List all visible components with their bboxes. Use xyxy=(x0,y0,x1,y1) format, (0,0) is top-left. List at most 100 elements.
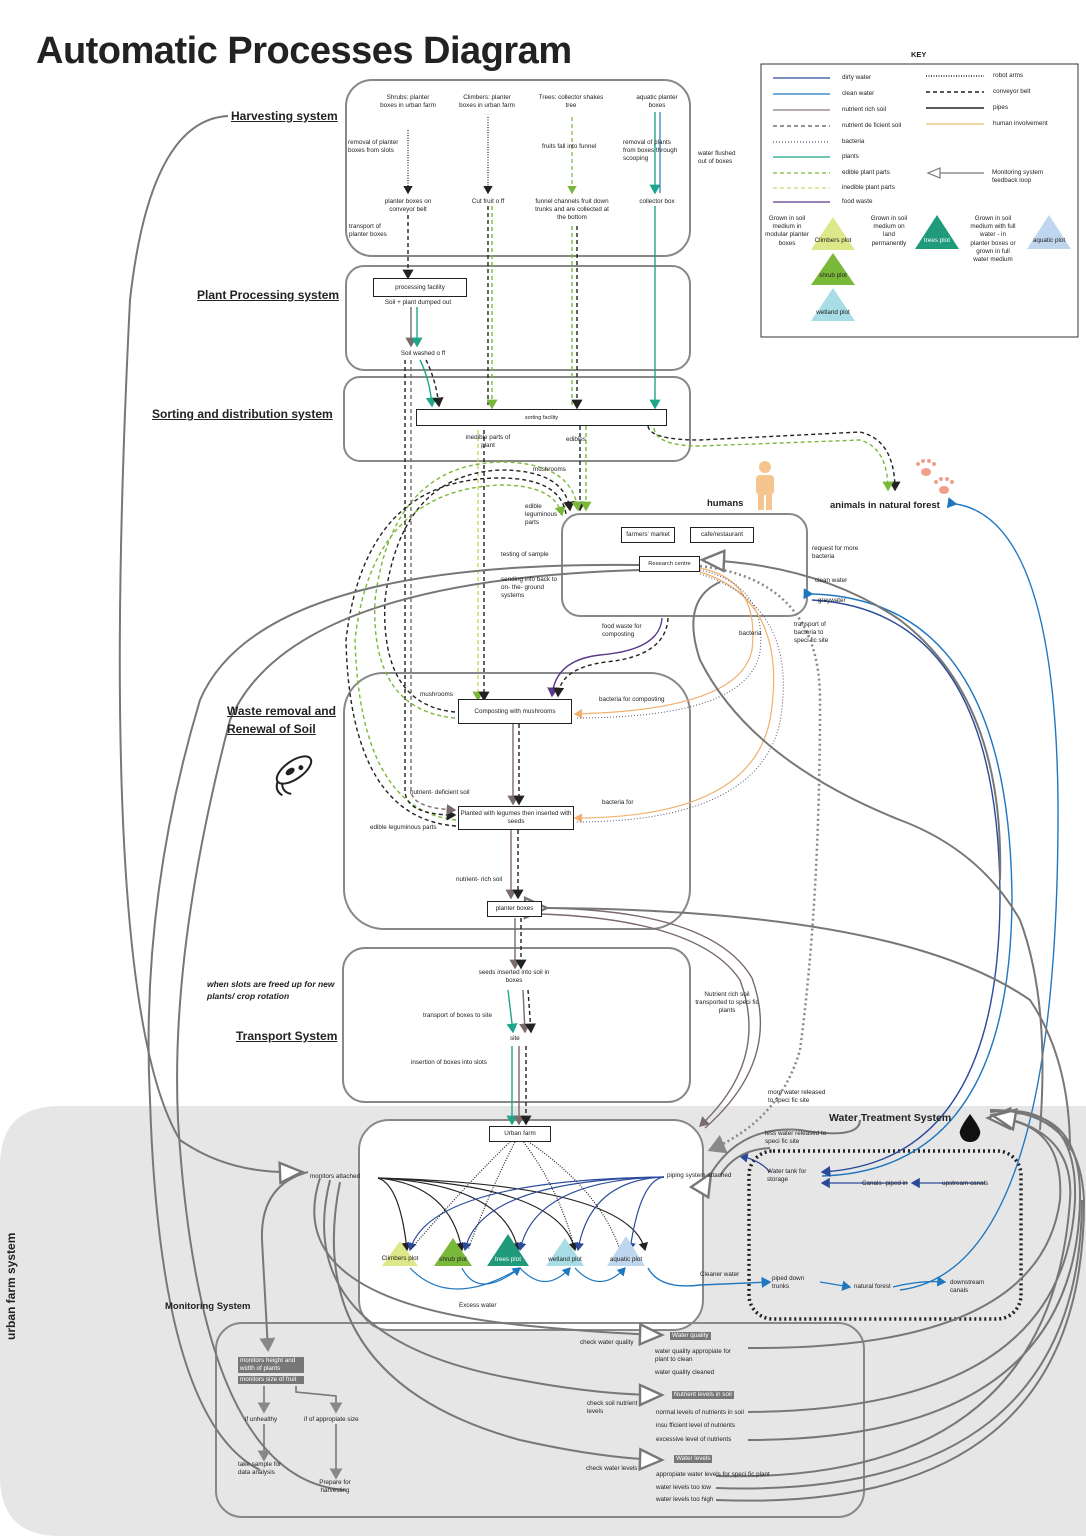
water-downstream: downstream canals xyxy=(950,1279,985,1295)
monitor-insufficient: insu fficient level of nutrients xyxy=(656,1422,735,1429)
wetland-plot-triangle xyxy=(546,1238,584,1266)
monitor-check-quality: check water quality xyxy=(580,1339,634,1346)
key-wetland-triangle xyxy=(811,288,855,321)
key-bacteria: bacteria xyxy=(842,138,865,145)
sorting-facility-box: sorting facility xyxy=(416,409,667,426)
composting-box: Composting with mushrooms xyxy=(458,699,572,724)
harvest-aquatic: aquatic planter boxes xyxy=(636,94,678,110)
transport-system-label: Transport System xyxy=(236,1029,338,1043)
humans-bacteria: bacteria xyxy=(739,630,762,637)
harvest-removal: removal of planter boxes from slots xyxy=(348,139,399,155)
monitor-check-nutrient: check soil nutrient levels xyxy=(587,1400,638,1416)
key-box xyxy=(760,63,1079,338)
key-clean-water: clean water xyxy=(842,90,875,97)
harvest-climbers: Climbers: planter boxes in urban farm xyxy=(459,94,515,110)
farm-monitors: monitors attached xyxy=(310,1173,361,1180)
monitor-quality-clean: water quality appropiate for plant to cl… xyxy=(655,1348,731,1364)
harvesting-container xyxy=(345,79,691,257)
shrub-plot-label: shrub plot xyxy=(439,1256,467,1263)
key-climbers-triangle xyxy=(811,217,855,250)
key-climbers-plot: Climbers plot xyxy=(814,237,852,244)
harvest-removal-scooping: removal of plants from boxes through sco… xyxy=(623,139,678,163)
key-conveyor-belt: conveyor belt xyxy=(993,88,1031,95)
water-more: more water released to speci fic site xyxy=(768,1089,826,1105)
harvest-water-flushed: water flushed out of boxes xyxy=(698,150,736,166)
harvest-fruits-fall: fruits fall into funnel xyxy=(542,143,597,150)
waste-mushrooms: mushrooms xyxy=(420,691,453,698)
key-nutrient-rich-soil: nutrient rich soil xyxy=(842,106,887,113)
shrub-plot-triangle xyxy=(434,1238,472,1266)
key-medium-water: Grown in soil medium with full water - i… xyxy=(970,215,1016,264)
humans-mushrooms: mushrooms xyxy=(533,466,566,473)
key-trees-plot: trees plot xyxy=(924,237,950,244)
water-levels-box: Water levels xyxy=(674,1455,713,1463)
cafe-box: cafe/restaurant xyxy=(690,527,754,543)
nutrient-levels-box: Nutrient levels in soil xyxy=(672,1391,734,1399)
aquatic-plot-label: aquatic plot xyxy=(609,1256,643,1263)
monitoring-container xyxy=(215,1322,865,1518)
transport-nutrient-rich: Nutrient rich soil transported to speci … xyxy=(695,991,759,1015)
harvest-collector-box: collector box xyxy=(639,198,675,205)
sorting-system-label: Sorting and distribution system xyxy=(152,407,333,421)
farm-cleaner-water: Cleaner water xyxy=(700,1271,740,1278)
page-title: Automatic Processes Diagram xyxy=(36,30,572,72)
harvest-transport-boxes: transport of planter boxes xyxy=(349,223,387,239)
transport-insertion: insertion of boxes into slots xyxy=(411,1059,487,1066)
harvest-shrubs: Shrubs: planter boxes in urban farm xyxy=(380,94,436,110)
transport-boxes-site: transport of boxes to site xyxy=(423,1012,492,1019)
human-figure-icon xyxy=(756,461,774,510)
humans-sending-info: sending info back to on- the- ground sys… xyxy=(501,576,558,600)
humans-food-waste: food waste for composting xyxy=(602,623,642,639)
transport-site: site xyxy=(510,1035,520,1042)
trees-plot-label: trees plot xyxy=(495,1256,521,1263)
humans-clean-water: clean water xyxy=(815,577,848,584)
monitor-sample: take sample for data analysis xyxy=(238,1461,282,1477)
key-heading: KEY xyxy=(911,50,927,59)
water-treatment-container xyxy=(747,1149,1023,1321)
harvest-funnel: funnel channels fruit down trunks and ar… xyxy=(535,198,609,222)
wetland-plot-label: wetland plot xyxy=(548,1256,582,1263)
sorting-edibles: edibles xyxy=(566,436,586,443)
monitor-appropriate-size: if of appropiate size xyxy=(304,1416,359,1423)
climbers-plot-label: Climbers plot xyxy=(381,1255,419,1262)
paw-print-icon xyxy=(916,459,954,494)
farm-excess-water: Excess water xyxy=(459,1302,497,1309)
key-aquatic-plot: aquatic plot xyxy=(1032,237,1066,244)
aquatic-plot-triangle xyxy=(607,1236,645,1266)
key-inedible-parts: inedible plant parts xyxy=(842,184,895,191)
humans-greywater: greywater xyxy=(818,597,846,604)
waste-edible-leguminous: edible leguminous parts xyxy=(370,824,437,831)
climbers-plot-triangle xyxy=(382,1241,418,1266)
humans-testing: testing of sample xyxy=(501,551,549,558)
waste-nutrient-rich: nutrient- rich soil xyxy=(456,876,503,883)
harvest-cut-fruit: Cut fruit o ff xyxy=(471,198,505,205)
research-centre-box: Research centre xyxy=(639,556,700,572)
key-edible-parts: edible plant parts xyxy=(842,169,890,176)
key-plants: plants xyxy=(842,153,859,160)
waste-bacteria-composting: bacteria for composting xyxy=(599,696,665,703)
monitor-check-water-levels: check water levels xyxy=(586,1465,638,1472)
plant-processing-system-label: Plant Processing system xyxy=(197,288,340,302)
water-piped-down: piped down trunks xyxy=(772,1275,805,1291)
key-wetland-plot: wetland plot xyxy=(816,309,850,316)
planter-boxes-box: planter boxes xyxy=(487,901,542,917)
processing-facility-box: processing facility xyxy=(373,278,467,297)
key-medium-land: Grown in soil medium on land permanently xyxy=(870,215,908,247)
monitor-unhealthy: if unhealthy xyxy=(245,1416,278,1423)
crop-rotation-note: when slots are freed up for new plants/ … xyxy=(207,979,335,1001)
farm-piping: piping system attached xyxy=(667,1172,732,1179)
monitor-excessive: excessive level of nutrients xyxy=(656,1436,732,1443)
monitor-prepare: Prepare for harvesting xyxy=(319,1479,351,1495)
key-medium-modular: Grown in soil medium in modular planter … xyxy=(765,215,809,247)
monitor-too-low: water levels too low xyxy=(656,1484,711,1491)
animals-label: animals in natural forest xyxy=(830,500,940,511)
processing-dumped: Soil + plant dumped out xyxy=(384,299,452,306)
harvesting-system-label: Harvesting system xyxy=(231,109,338,123)
feedback-loops xyxy=(118,115,1086,1502)
farmers-market-box: farmers' market xyxy=(621,527,675,543)
key-pipes: pipes xyxy=(993,104,1009,111)
key-shrub-plot: shrub plot xyxy=(819,272,847,279)
water-less: less water released to speci fic site xyxy=(765,1130,827,1146)
key-nutrient-deficient-soil: nutrient de ficient soil xyxy=(842,122,902,129)
